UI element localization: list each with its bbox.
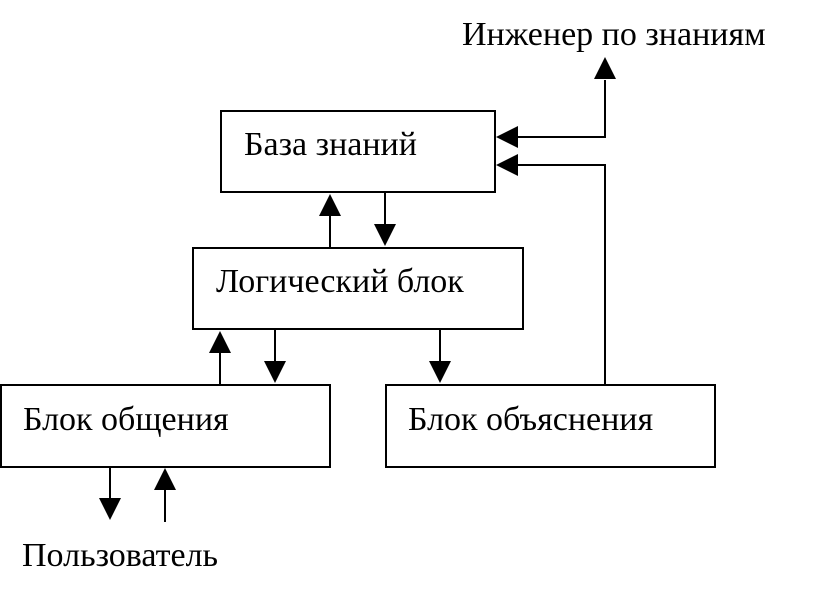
logic-block-node: Логический блок [192,247,524,330]
arrow-explanation-to-knowledge-base [496,154,606,385]
logic-block-label: Логический блок [216,263,464,300]
knowledge-base-node: База знаний [220,110,496,193]
arrow-communication-to-logic [209,331,231,385]
arrow-user-to-communication [154,468,176,522]
arrow-logic-to-knowledge-base [319,194,341,248]
communication-block-label: Блок общения [23,401,229,438]
user-label: Пользователь [22,537,218,574]
explanation-block-node: Блок объяснения [385,384,716,468]
arrow-knowledge-base-to-logic [374,192,396,246]
communication-block-node: Блок общения [0,384,331,468]
arrow-logic-to-communication [264,329,286,383]
arrow-communication-to-user [99,467,121,520]
knowledge-engineer-label: Инженер по знаниям [462,16,766,53]
knowledge-base-label: База знаний [244,126,417,163]
explanation-block-label: Блок объяснения [408,401,654,438]
arrow-engineer-link [496,57,616,148]
arrow-logic-to-explanation [429,329,451,383]
